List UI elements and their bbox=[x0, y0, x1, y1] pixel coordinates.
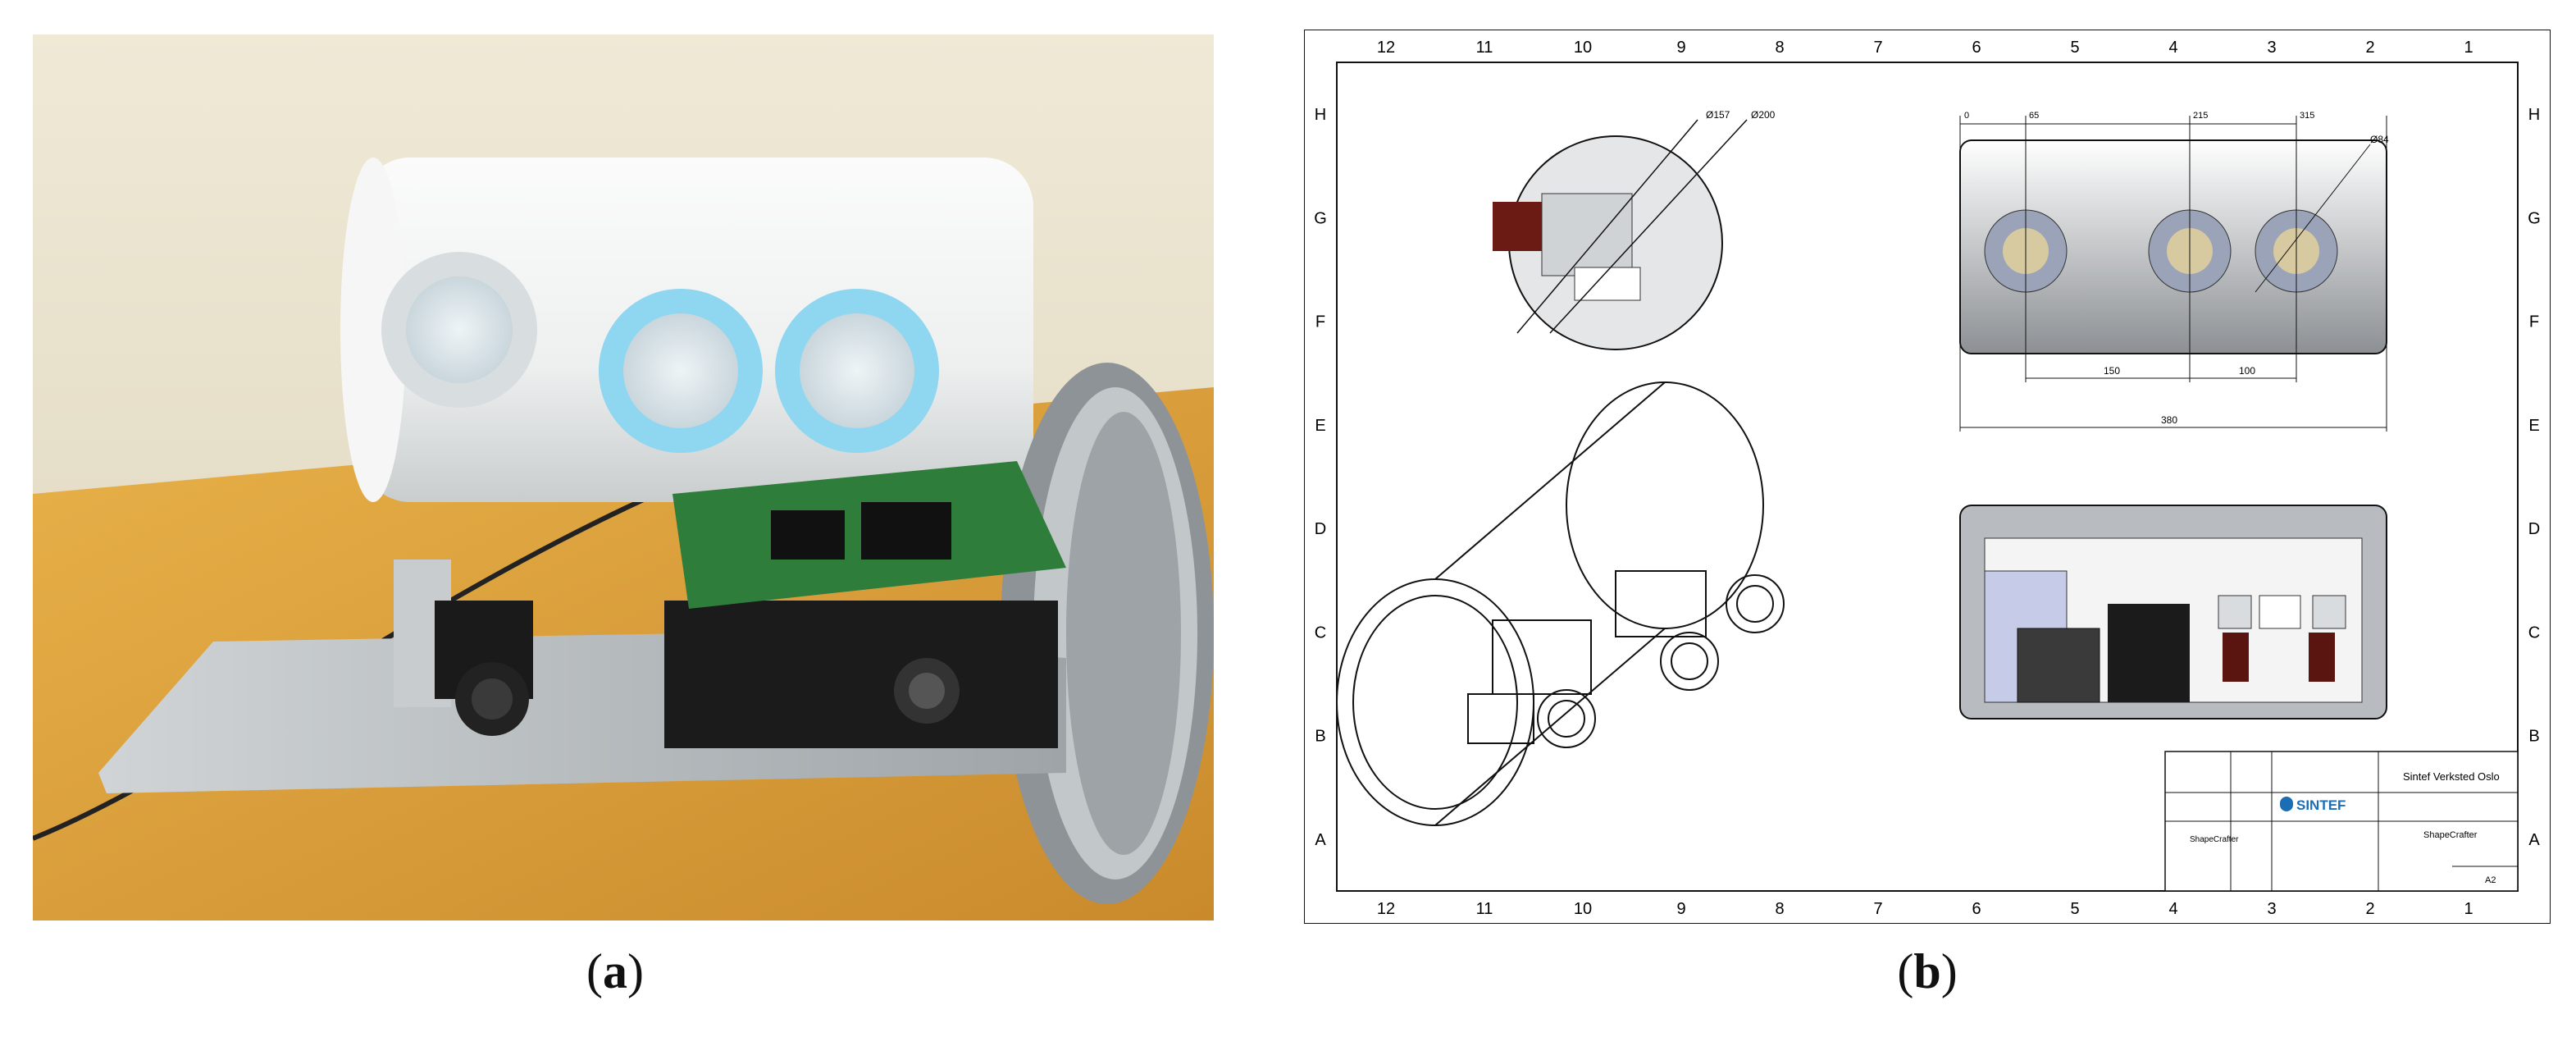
sheet-size: A2 bbox=[2485, 875, 2496, 885]
row-labels-right: H G F E D C B A bbox=[2528, 106, 2541, 849]
row-label: B bbox=[1315, 728, 1325, 746]
column-label: 7 bbox=[1873, 39, 1882, 57]
dim-100: 100 bbox=[2239, 365, 2255, 377]
column-label: 3 bbox=[2267, 900, 2276, 918]
column-label: 9 bbox=[1676, 39, 1685, 57]
camera-block bbox=[664, 601, 1058, 748]
row-label: F bbox=[2529, 313, 2539, 331]
window-ring-middle bbox=[599, 289, 763, 453]
caption-a: (a) bbox=[586, 944, 644, 998]
sintef-logo: SINTEF bbox=[2296, 797, 2346, 813]
row-label: H bbox=[1315, 106, 1326, 124]
row-label: A bbox=[1315, 831, 1326, 849]
dim-phi2: Ø200 bbox=[1751, 109, 1776, 121]
row-label: G bbox=[1314, 209, 1327, 227]
side-view: 0 65 215 315 150 100 380 Ø84 bbox=[1959, 111, 2389, 432]
caption-b: (b) bbox=[1897, 944, 1958, 998]
column-label: 8 bbox=[1775, 900, 1784, 918]
title-block: SINTEF Sintef Verksted Oslo ShapeCrafter… bbox=[2164, 751, 2519, 892]
column-label: 10 bbox=[1574, 900, 1592, 918]
part-name-left: ShapeCrafter bbox=[2190, 835, 2239, 844]
sheet-border-inner bbox=[1336, 62, 2519, 892]
dim-phi1: Ø157 bbox=[1706, 109, 1730, 121]
row-label: D bbox=[1315, 520, 1326, 538]
row-label: H bbox=[2528, 106, 2540, 124]
dim-top1: 0 bbox=[1964, 111, 1969, 121]
column-label: 1 bbox=[2464, 39, 2473, 57]
part-name: ShapeCrafter bbox=[2423, 830, 2478, 840]
column-label: 4 bbox=[2168, 39, 2177, 57]
column-label: 7 bbox=[1873, 900, 1882, 918]
column-label: 2 bbox=[2365, 39, 2374, 57]
row-label: F bbox=[1315, 313, 1325, 331]
column-label: 8 bbox=[1775, 39, 1784, 57]
row-label: B bbox=[2528, 728, 2539, 746]
column-labels-bottom: 12 11 10 9 8 7 6 5 4 3 2 1 bbox=[1377, 900, 2473, 918]
column-label: 1 bbox=[2464, 900, 2473, 918]
row-label: A bbox=[2528, 831, 2540, 849]
column-label: 12 bbox=[1377, 39, 1395, 57]
isometric-view bbox=[1336, 381, 1785, 826]
row-label: D bbox=[2528, 520, 2540, 538]
dim-phi3: Ø84 bbox=[2370, 134, 2389, 145]
column-label: 2 bbox=[2365, 900, 2374, 918]
row-labels-left: H G F E D C B A bbox=[1314, 106, 1327, 849]
dim-150: 150 bbox=[2104, 365, 2120, 377]
column-label: 11 bbox=[1476, 900, 1493, 918]
column-label: 5 bbox=[2070, 900, 2079, 918]
column-label: 3 bbox=[2267, 39, 2276, 57]
row-label: C bbox=[1315, 624, 1326, 642]
column-label: 6 bbox=[1972, 39, 1981, 57]
window-ring-left bbox=[381, 252, 537, 408]
housing-photo bbox=[33, 34, 1214, 921]
dim-top2: 65 bbox=[2029, 111, 2039, 121]
section-view bbox=[1959, 505, 2387, 720]
column-label: 9 bbox=[1676, 900, 1685, 918]
row-label: G bbox=[2528, 209, 2541, 227]
dim-top3: 215 bbox=[2193, 111, 2208, 121]
column-label: 12 bbox=[1377, 900, 1395, 918]
column-label: 5 bbox=[2070, 39, 2079, 57]
column-label: 6 bbox=[1972, 900, 1981, 918]
row-label: C bbox=[2528, 624, 2540, 642]
window-ring-right bbox=[775, 289, 939, 453]
column-label: 4 bbox=[2168, 900, 2177, 918]
column-label: 10 bbox=[1574, 39, 1592, 57]
column-label: 11 bbox=[1476, 39, 1493, 57]
end-view: Ø157 Ø200 bbox=[1493, 109, 1776, 350]
row-label: E bbox=[1315, 417, 1325, 435]
column-labels-top: 12 11 10 9 8 7 6 5 4 3 2 1 bbox=[1377, 39, 2473, 57]
dim-top4: 315 bbox=[2300, 111, 2314, 121]
dim-380: 380 bbox=[2161, 414, 2177, 426]
photo-panel bbox=[33, 34, 1214, 921]
row-label: E bbox=[2528, 417, 2539, 435]
company-name: Sintef Verksted Oslo bbox=[2403, 770, 2500, 783]
